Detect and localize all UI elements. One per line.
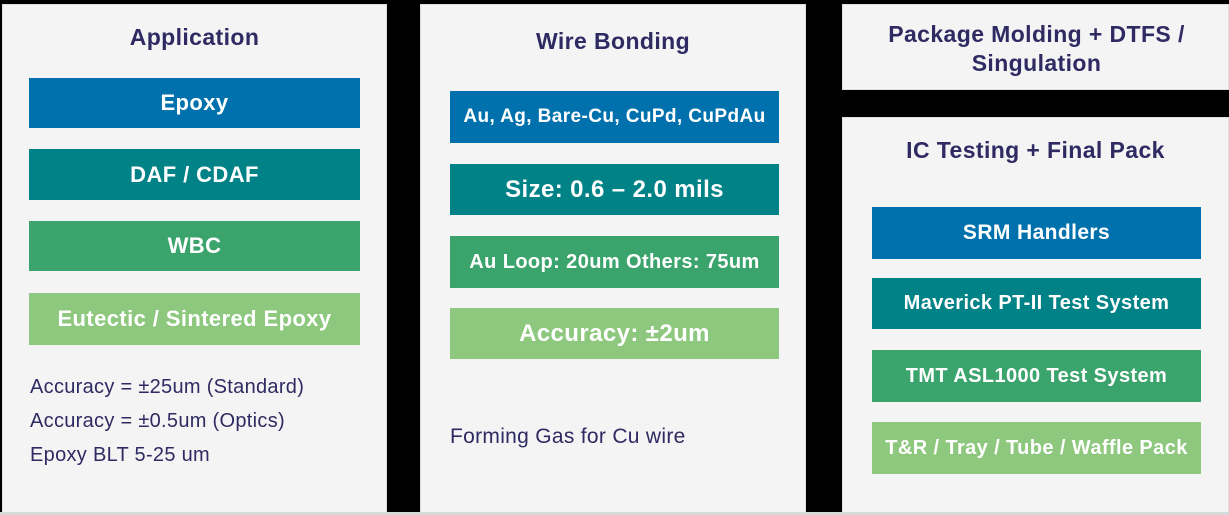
bar-wire-size: Size: 0.6 – 2.0 mils <box>450 164 779 215</box>
note-epoxy-blt: Epoxy BLT 5-25 um <box>30 444 211 466</box>
panel-application: Application Epoxy DAF / CDAF WBC Eutecti… <box>2 4 387 513</box>
bar-maverick-test-system-label: Maverick PT-II Test System <box>903 292 1170 314</box>
note-forming-gas: Forming Gas for Cu wire <box>450 425 686 448</box>
bar-eutectic-sintered-epoxy: Eutectic / Sintered Epoxy <box>29 293 360 345</box>
bar-pack-options-label: T&R / Tray / Tube / Waffle Pack <box>885 436 1188 459</box>
bar-srm-handlers: SRM Handlers <box>872 207 1201 259</box>
bar-srm-handlers-label: SRM Handlers <box>962 221 1111 244</box>
panel-wire-bonding-title: Wire Bonding <box>535 28 691 54</box>
note-accuracy-standard: Accuracy = ±25um (Standard) <box>30 376 305 398</box>
bar-tmt-test-system-label: TMT ASL1000 Test System <box>905 364 1168 387</box>
bar-eutectic-sintered-epoxy-label: Eutectic / Sintered Epoxy <box>57 306 332 331</box>
bar-wbc-label: WBC <box>167 233 222 258</box>
bar-wire-accuracy-label: Accuracy: ±2um <box>519 319 710 347</box>
panel-ic-testing: IC Testing + Final Pack SRM Handlers Mav… <box>842 117 1229 513</box>
panel-package-molding-title: Package Molding + DTFS / Singulation <box>888 21 1185 76</box>
panel-package-molding: Package Molding + DTFS / Singulation <box>842 4 1229 90</box>
note-accuracy-optics: Accuracy = ±0.5um (Optics) <box>30 410 285 432</box>
bottom-edge-strip <box>0 512 1229 515</box>
bar-daf-cdaf: DAF / CDAF <box>29 149 360 200</box>
bar-epoxy-label: Epoxy <box>160 90 229 115</box>
bar-maverick-test-system: Maverick PT-II Test System <box>872 278 1201 329</box>
bar-wire-loop: Au Loop: 20um Others: 75um <box>450 236 779 288</box>
bar-tmt-test-system: TMT ASL1000 Test System <box>872 350 1201 402</box>
bar-wire-materials-label: Au, Ag, Bare-Cu, CuPd, CuPdAu <box>463 106 766 127</box>
panel-wire-bonding: Wire Bonding Au, Ag, Bare-Cu, CuPd, CuPd… <box>420 4 806 513</box>
panel-ic-testing-title: IC Testing + Final Pack <box>906 137 1165 163</box>
bar-wire-materials: Au, Ag, Bare-Cu, CuPd, CuPdAu <box>450 91 779 143</box>
bar-wire-size-label: Size: 0.6 – 2.0 mils <box>505 175 724 203</box>
panel-application-title: Application <box>129 24 260 50</box>
bar-wire-accuracy: Accuracy: ±2um <box>450 308 779 359</box>
bar-epoxy: Epoxy <box>29 78 360 128</box>
bar-wbc: WBC <box>29 221 360 271</box>
bar-daf-cdaf-label: DAF / CDAF <box>130 161 259 187</box>
bar-wire-loop-label: Au Loop: 20um Others: 75um <box>469 250 760 273</box>
bar-pack-options: T&R / Tray / Tube / Waffle Pack <box>872 422 1201 474</box>
